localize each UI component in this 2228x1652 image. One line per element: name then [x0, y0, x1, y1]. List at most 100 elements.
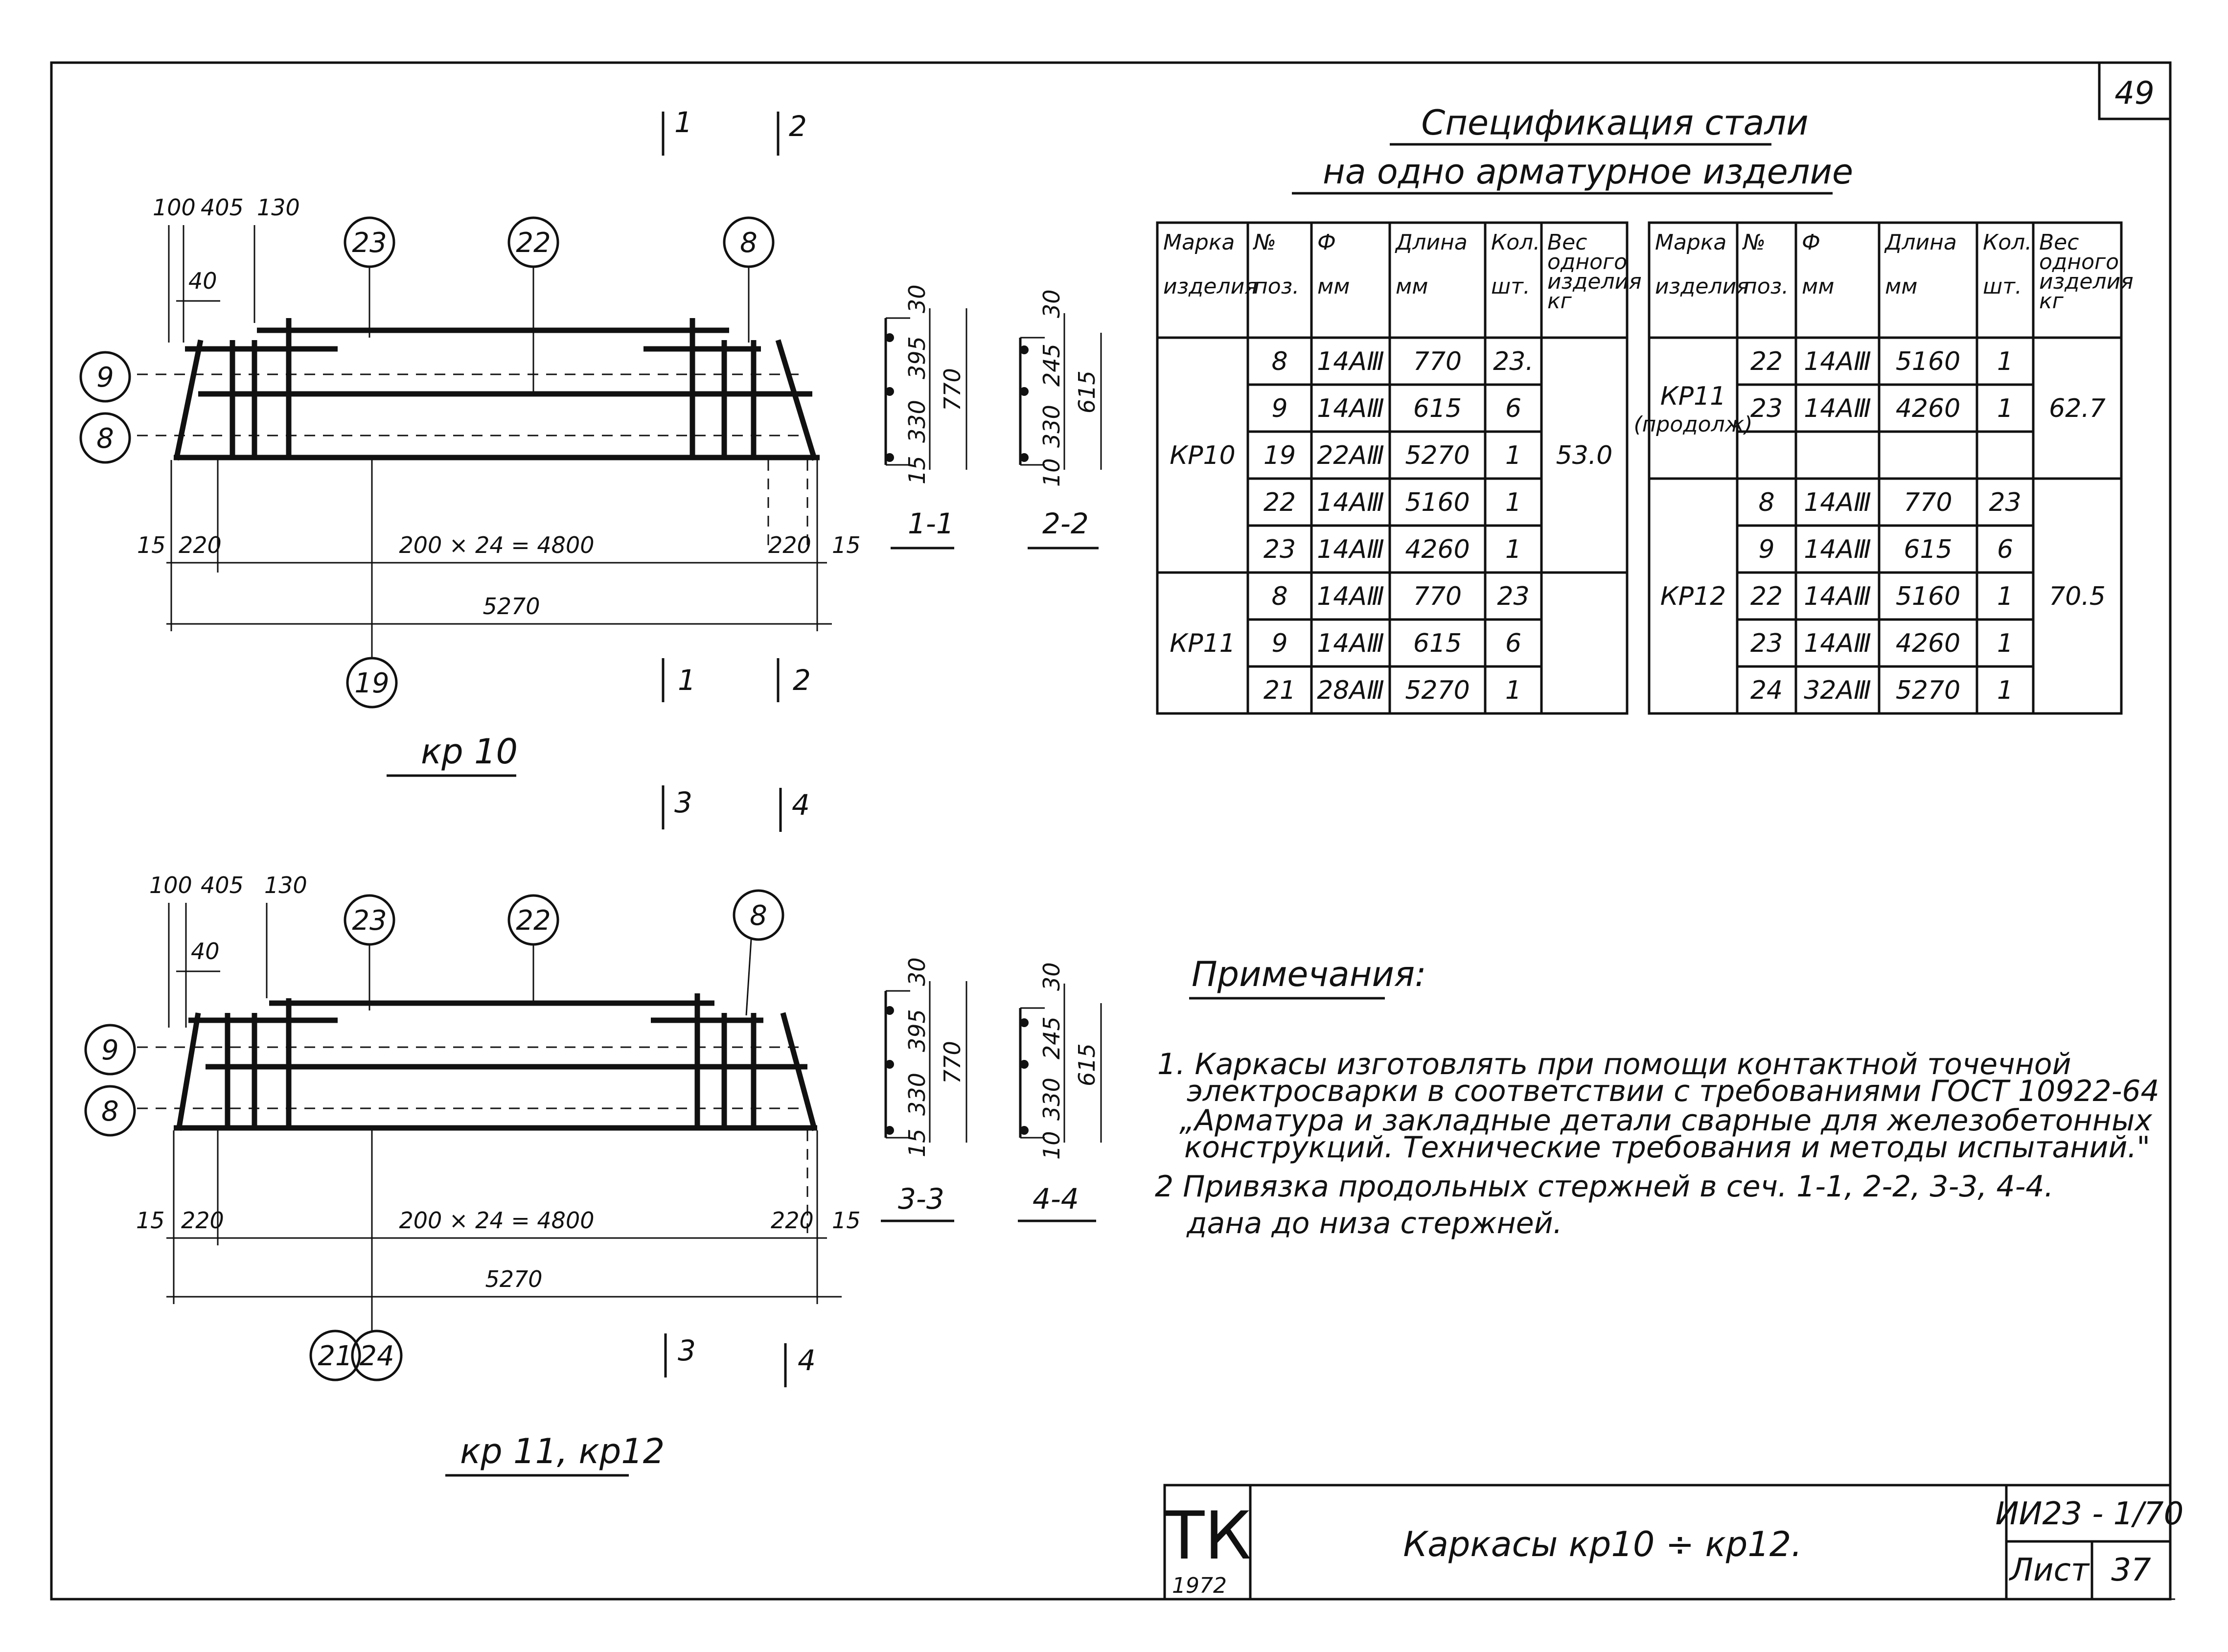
table-cell: 5160 — [1896, 582, 1960, 611]
table-cell: 19 — [1263, 441, 1296, 470]
table-cell: 23. — [1493, 347, 1534, 376]
notes-heading: Примечания: — [1192, 954, 1426, 994]
dim-text: 30 — [1038, 962, 1065, 991]
pos-circle — [84, 1024, 136, 1076]
stirrup — [176, 1012, 201, 1131]
table-cell: 5270 — [1405, 676, 1470, 705]
table-cell: 14AⅢ — [1804, 535, 1871, 564]
table-cell: 22AⅢ — [1317, 441, 1384, 470]
dim-text: 200 × 24 = 4800 — [399, 532, 595, 558]
bar-dot — [885, 1126, 894, 1135]
cut-label: 3 — [678, 1334, 696, 1367]
mark-cell: КР11 — [1660, 382, 1726, 411]
section-label: 1-1 — [908, 507, 954, 540]
title-block: ТК 1972 Каркасы кр10 ÷ кр12. ИИ23 - 1/70… — [1163, 1484, 2183, 1601]
mark-cell: КР10 — [1170, 441, 1235, 470]
header-cell: мм — [1396, 274, 1428, 299]
mark-cell: (продолж) — [1633, 412, 1752, 437]
dim-text: 330 — [904, 1073, 930, 1116]
dim-text: 395 — [904, 1009, 930, 1052]
header-cell: мм — [1885, 274, 1917, 299]
pos-circle — [79, 351, 131, 403]
table-cell: 14AⅢ — [1317, 629, 1384, 658]
cut-label: 1 — [678, 664, 696, 697]
table-cell: 1 — [1505, 488, 1521, 517]
table-cell: 14AⅢ — [1804, 629, 1871, 658]
bar-dot — [1020, 453, 1029, 462]
table-cell: 6 — [1505, 629, 1521, 658]
note-line: дана до низа стержней. — [1186, 1206, 1562, 1240]
dim-text: 330 — [904, 400, 930, 443]
table-cell: 1 — [1997, 629, 2013, 658]
bar-dot — [885, 1060, 894, 1069]
section-1-1: 30 395 330 15 770 1-1 — [884, 284, 967, 550]
dim-text: 615 — [1074, 1043, 1100, 1086]
stirrup — [775, 339, 818, 461]
bar-dot — [885, 387, 894, 396]
header-cell: № — [1742, 230, 1766, 255]
table-cell: 23 — [1989, 488, 2021, 517]
pos-label: 9 — [96, 362, 114, 393]
header-cell: Длина — [1884, 230, 1957, 255]
cut-label: 1 — [674, 106, 692, 139]
table-cell: 1 — [1997, 347, 2013, 376]
table-cell: 615 — [1904, 535, 1952, 564]
bar-dot — [885, 1006, 894, 1015]
header-cell: одного — [1547, 250, 1627, 275]
dim-text: 30 — [1038, 289, 1065, 318]
header-cell: Кол. — [1491, 230, 1540, 255]
table-cell: 5160 — [1896, 347, 1960, 376]
table-frame — [1156, 221, 1629, 715]
frame-caption: кр 10 — [421, 732, 518, 772]
bar-dot — [1020, 387, 1029, 396]
table-cell: 8 — [1271, 582, 1287, 611]
table-cell: 14AⅢ — [1317, 347, 1384, 376]
table-cell: 9 — [1758, 535, 1774, 564]
section-label: 4-4 — [1033, 1182, 1079, 1216]
sheet-number: 37 — [2111, 1552, 2151, 1588]
table-cell: 1 — [1997, 394, 2013, 423]
header-cell: изделия — [1655, 274, 1749, 299]
stirrup — [780, 1012, 818, 1131]
table-cell: 22 — [1750, 347, 1783, 376]
table-cell: 615 — [1413, 629, 1462, 658]
table-cell: 8 — [1758, 488, 1774, 517]
dim-text: 30 — [904, 957, 930, 986]
dim-text: 30 — [904, 284, 930, 313]
header-cell: мм — [1802, 274, 1834, 299]
header-cell: одного — [2039, 250, 2119, 275]
header-cell: кг — [2039, 289, 2064, 314]
dim-text: 770 — [939, 368, 965, 411]
dim-text: 405 — [201, 194, 244, 221]
table-cell: 770 — [1904, 488, 1952, 517]
table-cell: 770 — [1413, 347, 1462, 376]
pos-label: 22 — [516, 905, 551, 937]
section-label: 2-2 — [1042, 507, 1089, 540]
table-cell: 14AⅢ — [1804, 394, 1871, 423]
stirrup — [173, 339, 204, 461]
note-line: электросварки в соответствии с требовани… — [1187, 1074, 2159, 1108]
dim-text: 220 — [179, 532, 222, 558]
table-cell: 14AⅢ — [1317, 488, 1384, 517]
bar-dot — [885, 333, 894, 342]
table-cell: 21 — [1263, 676, 1296, 705]
pos-circle — [733, 889, 784, 941]
table-cell: 23 — [1750, 629, 1783, 658]
pos-label: 8 — [740, 227, 758, 259]
table-cell: 1 — [1505, 676, 1521, 705]
section-3-3: 30 395 330 15 770 3-3 — [881, 957, 967, 1222]
spec-table-right: Маркаизделия№поз.ФммДлинаммКол.шт.Весодн… — [1633, 221, 2134, 715]
dim-text: 5270 — [482, 593, 540, 620]
spec-title-line1: Спецификация стали — [1421, 103, 1808, 143]
bar-dot — [1020, 1018, 1029, 1027]
bar-dot — [1020, 1060, 1029, 1069]
stamp-year: 1972 — [1172, 1573, 1227, 1598]
table-cell: 6 — [1997, 535, 2013, 564]
header-cell: Ф — [1317, 230, 1336, 255]
header-cell: изделия — [2039, 269, 2134, 294]
pos-circle — [309, 1330, 361, 1381]
dim-text: 615 — [1074, 370, 1100, 413]
pos-label: 19 — [354, 667, 389, 699]
frame-caption: кр 11, кр12 — [460, 1431, 665, 1471]
table-cell: 6 — [1505, 394, 1521, 423]
